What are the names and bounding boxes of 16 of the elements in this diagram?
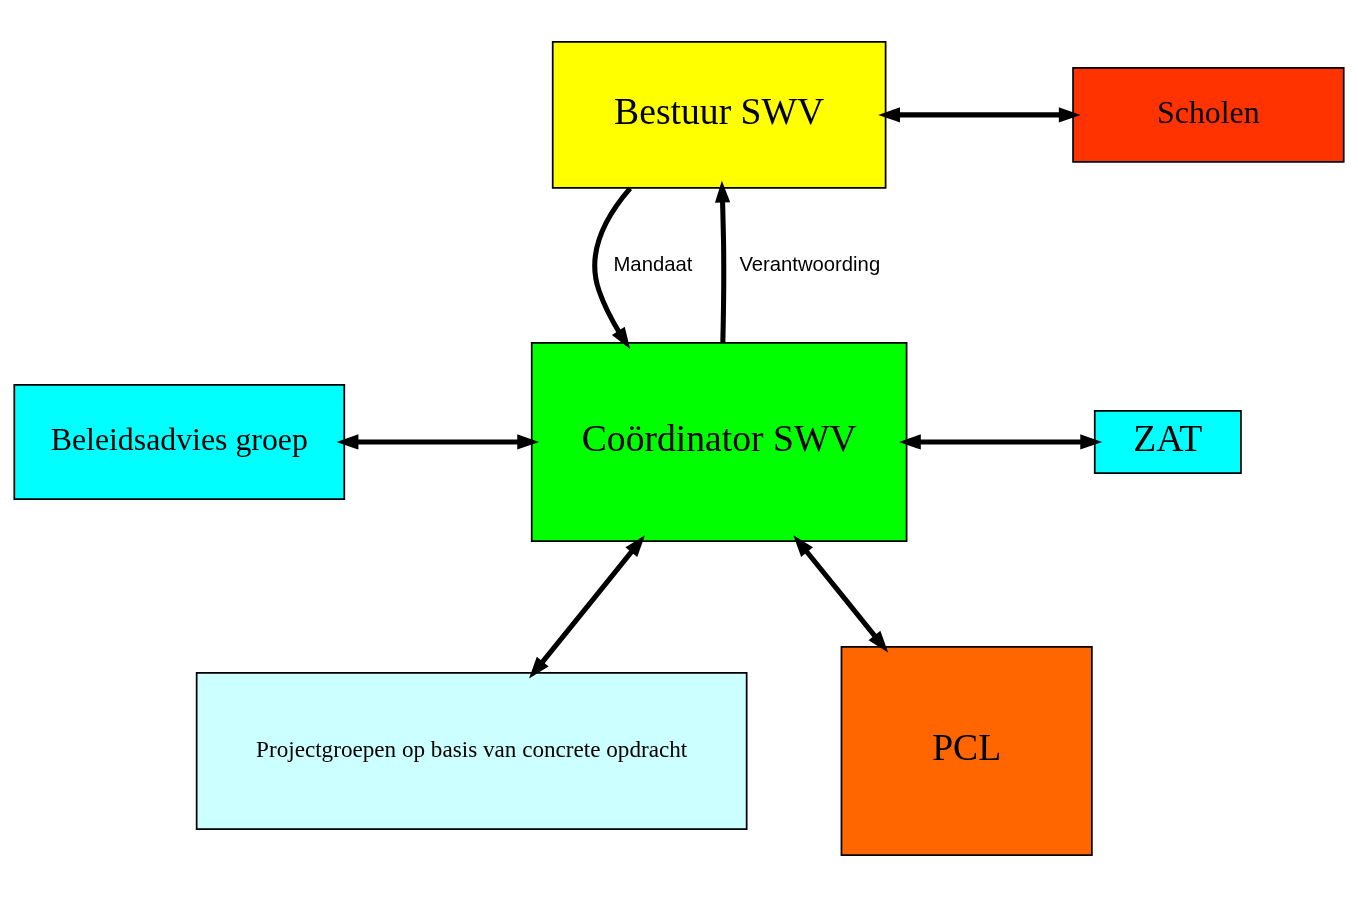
edge-label: Verantwoording bbox=[739, 253, 881, 276]
arrow bbox=[878, 107, 1081, 123]
arrow bbox=[714, 180, 731, 343]
node-box: Beleidsadvies groep bbox=[13, 383, 346, 501]
arrow bbox=[899, 434, 1103, 450]
node-box: PCL bbox=[840, 645, 1093, 857]
node-box: Projectgroepen op basis van concrete opdracht bbox=[195, 671, 748, 831]
edge-label: Mandaat bbox=[613, 253, 693, 276]
arrow bbox=[793, 535, 889, 653]
node-box: Coördinator SWV bbox=[530, 341, 908, 542]
node-box: Bestuur SWV bbox=[551, 40, 887, 189]
node-box: ZAT bbox=[1093, 410, 1242, 474]
arrow bbox=[592, 186, 633, 350]
arrow bbox=[529, 535, 645, 679]
node-box: Scholen bbox=[1072, 66, 1345, 163]
arrow bbox=[336, 434, 540, 450]
